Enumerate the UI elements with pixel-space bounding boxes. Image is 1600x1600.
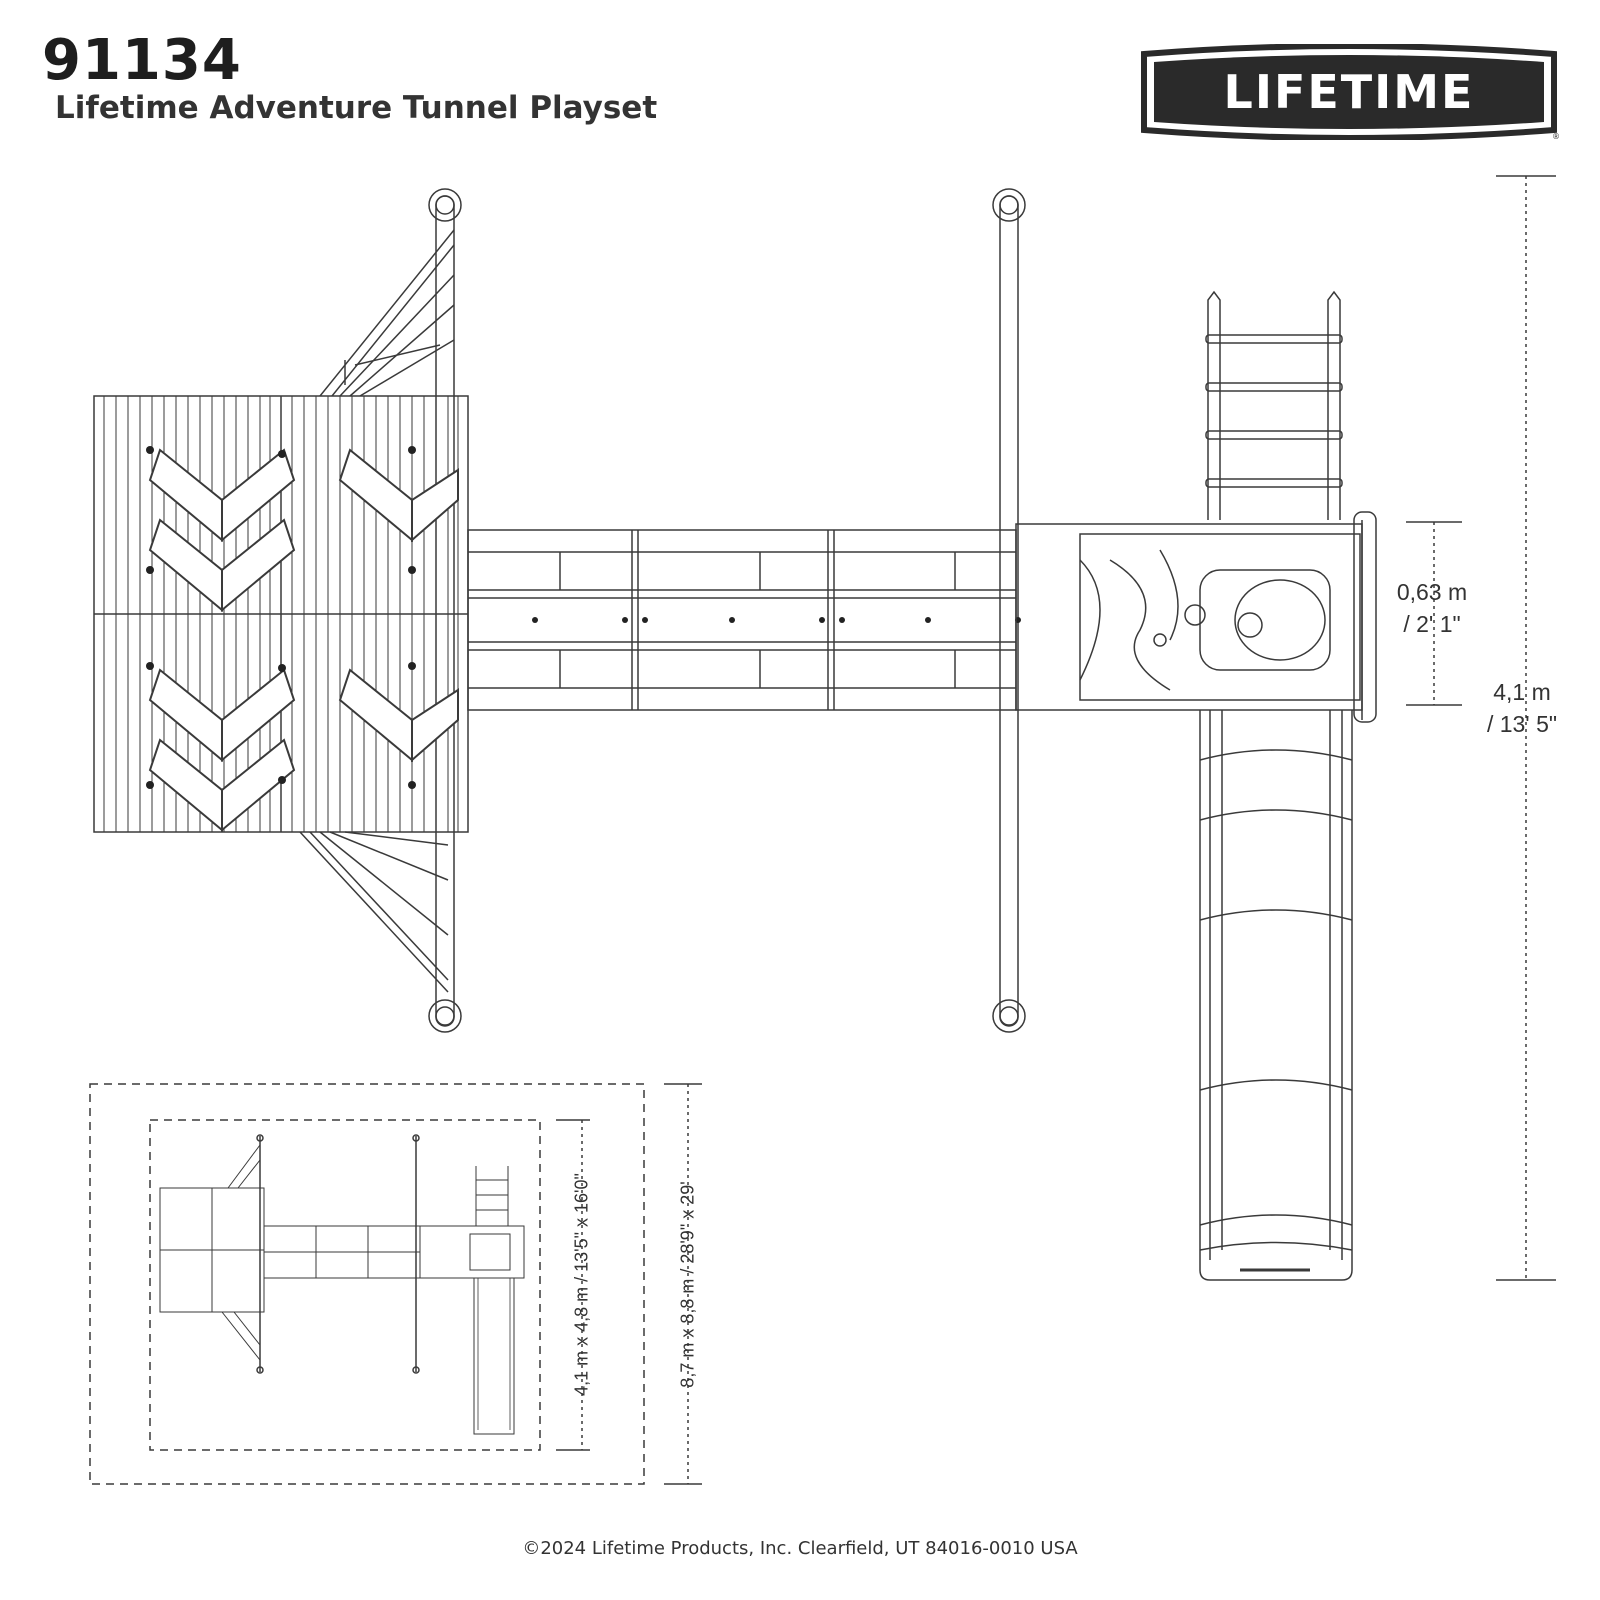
slide — [1199, 710, 1353, 1281]
ladder — [1205, 290, 1343, 520]
product-name: Lifetime Adventure Tunnel Playset — [55, 90, 658, 126]
deck-height-metric: 0,63 m — [1396, 579, 1468, 605]
registered-mark: ® — [1552, 132, 1560, 140]
copyright-footer: ©2024 Lifetime Products, Inc. Clearfield… — [522, 1538, 1078, 1559]
rock-wall-bottom — [299, 831, 449, 993]
lifetime-logo: LIFETIME ® — [1141, 44, 1560, 140]
overall-depth-metric: 4,1 m — [1493, 679, 1551, 705]
roof-panels — [93, 395, 469, 833]
overall-depth-label: 4,1 m / 13' 5" — [1466, 676, 1578, 740]
model-number: 91134 — [42, 28, 242, 93]
tower-deck — [1015, 511, 1377, 723]
rock-wall-top — [319, 229, 455, 397]
left-swing-post — [428, 188, 462, 1033]
deck-height-label: 0,63 m / 2' 1" — [1382, 576, 1482, 640]
tunnel-bridge — [467, 529, 1021, 711]
right-swing-post — [992, 188, 1026, 1033]
logo-text: LIFETIME — [1224, 65, 1475, 119]
inset-footprint-label: 4,1 m x 4,8 m / 13'5" x 16'0" — [571, 1173, 592, 1396]
inset-diagram — [89, 1083, 702, 1485]
deck-height-imperial: / 2' 1" — [1403, 611, 1461, 637]
overall-depth-imperial: / 13' 5" — [1486, 711, 1558, 737]
inset-safety-zone-label: 8,7 m x 8,8 m / 28'9" x 29' — [677, 1181, 698, 1388]
